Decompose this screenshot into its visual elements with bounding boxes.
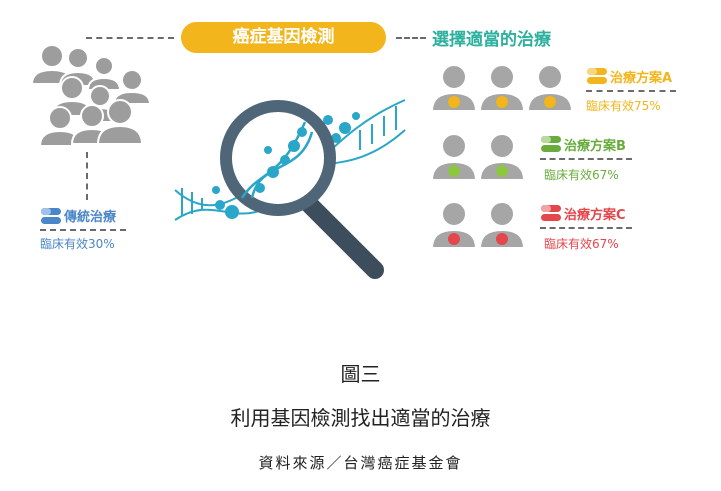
plan-b-label: 治療方案B: [564, 139, 626, 154]
traditional-underline: [40, 229, 126, 231]
capsule-icon: [41, 208, 61, 224]
dna-magnifier-illustration: [174, 99, 406, 279]
figure-source: 資料來源／台灣癌症基金會: [258, 454, 463, 472]
figure-caption: 利用基因檢測找出適當的治療: [230, 406, 491, 430]
plan-b-people: [430, 133, 526, 181]
left-connector: [86, 37, 174, 39]
plan-c-rate: 臨床有效67%: [544, 237, 619, 251]
plan-a-underline: [586, 90, 676, 92]
traditional-rate: 臨床有效30%: [40, 237, 115, 251]
plan-c-people: [430, 201, 526, 249]
choose-treatment-title: 選擇適當的治療: [432, 30, 551, 50]
capsule-icon: [587, 68, 607, 84]
figure-number: 圖三: [340, 362, 381, 386]
capsule-icon: [541, 205, 561, 221]
crowd-connector: [86, 152, 88, 200]
plan-b-rate: 臨床有效67%: [544, 168, 619, 182]
plan-c-label: 治療方案C: [564, 208, 626, 223]
gene-test-pill: 癌症基因檢測: [181, 22, 386, 53]
plan-c-underline: [540, 227, 632, 229]
plan-b-underline: [540, 158, 632, 160]
plan-a-label: 治療方案A: [610, 71, 673, 86]
capsule-icon: [541, 136, 561, 152]
plan-a-people: [430, 64, 574, 112]
plan-a-rate: 臨床有效75%: [586, 99, 661, 113]
patient-crowd: [30, 44, 152, 147]
right-connector: [396, 37, 426, 39]
traditional-treatment-label: 傳統治療: [64, 210, 117, 225]
